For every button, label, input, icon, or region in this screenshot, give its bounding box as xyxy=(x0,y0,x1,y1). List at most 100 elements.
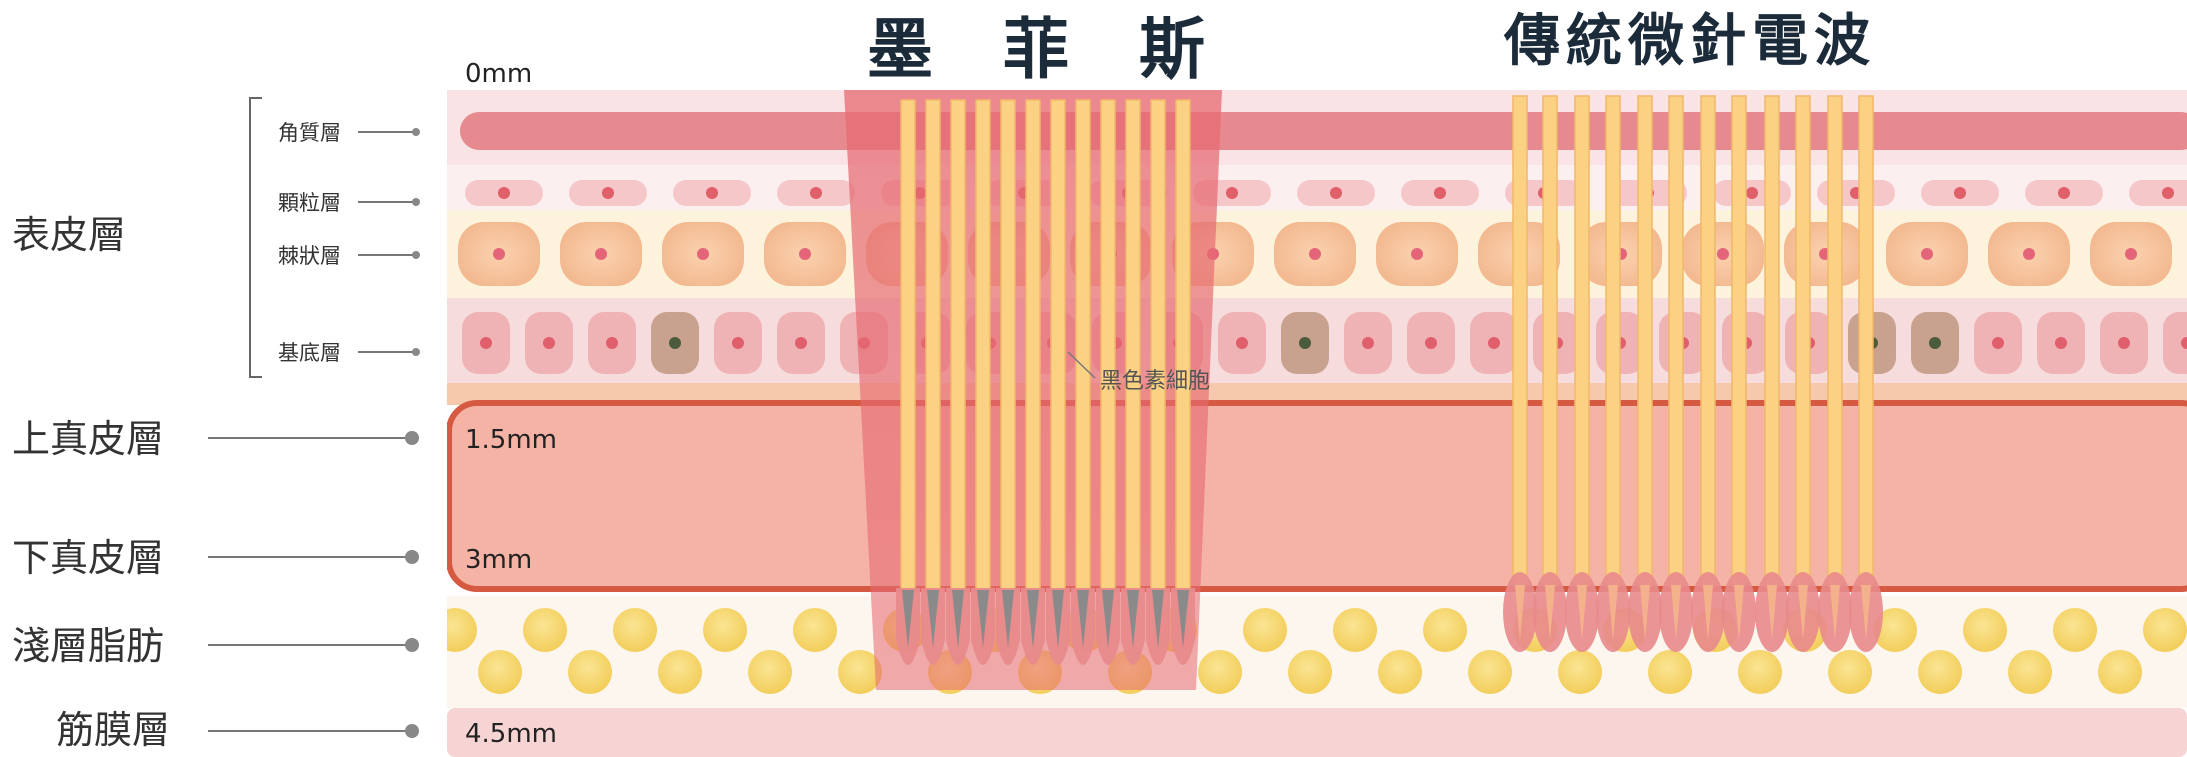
granular-nucleus xyxy=(498,187,510,199)
fat-cell xyxy=(1828,650,1872,694)
pointer-dot-shallow-fat xyxy=(405,638,419,652)
spinous-nucleus xyxy=(1921,248,1933,260)
needle-tip xyxy=(1608,585,1618,640)
insulated-tip-icon xyxy=(1027,590,1039,648)
title-traditional-rf-microneedle: 傳統微針電波 xyxy=(1503,9,1876,74)
needle-shaft xyxy=(1668,95,1684,587)
insulated-tip-icon xyxy=(977,590,989,648)
fat-cell xyxy=(1423,608,1467,652)
label-stratum-spinosum: 棘狀層 xyxy=(278,244,341,268)
needle-tip xyxy=(1703,585,1713,640)
depth-label-3mm: 3mm xyxy=(465,545,532,575)
needle-shaft xyxy=(1637,95,1653,587)
basal-nucleus xyxy=(732,337,744,349)
fat-cell xyxy=(613,608,657,652)
basal-nucleus xyxy=(2118,337,2130,349)
traditional-needle xyxy=(1503,95,1537,652)
depth-label-1-5mm: 1.5mm xyxy=(465,425,557,455)
needle-shaft xyxy=(1025,99,1041,591)
needle-shaft xyxy=(1542,95,1558,587)
label-stratum-corneum: 角質層 xyxy=(278,121,341,145)
morpheus-needle xyxy=(971,99,995,665)
fat-cell xyxy=(1198,650,1242,694)
granular-nucleus xyxy=(1330,187,1342,199)
needle-shaft xyxy=(1700,95,1716,587)
pointer-dot-upper-dermis xyxy=(405,431,419,445)
label-shallow-fat: 淺層脂肪 xyxy=(12,624,164,668)
needle-tip xyxy=(1798,585,1808,640)
needle-tip xyxy=(1640,585,1650,640)
stratum-corneum-band xyxy=(460,112,2187,150)
needle-tip xyxy=(1577,585,1587,640)
granular-nucleus xyxy=(1434,187,1446,199)
label-epidermis: 表皮層 xyxy=(12,213,126,257)
fat-cell xyxy=(1918,650,1962,694)
needle-shaft xyxy=(1858,95,1874,587)
insulated-tip-icon xyxy=(952,590,964,648)
needle-shaft xyxy=(1795,95,1811,587)
granular-nucleus xyxy=(1746,187,1758,199)
fat-cell xyxy=(703,608,747,652)
basal-nucleus xyxy=(1236,337,1248,349)
basal-nucleus xyxy=(2181,337,2187,349)
fat-cell xyxy=(1243,608,1287,652)
traditional-needle xyxy=(1786,95,1820,652)
basal-nucleus xyxy=(1425,337,1437,349)
traditional-needle xyxy=(1722,95,1756,652)
needle-shaft xyxy=(1075,99,1091,591)
needle-tip xyxy=(1767,585,1777,640)
granular-nucleus xyxy=(706,187,718,199)
fat-cell xyxy=(1648,650,1692,694)
fat-cell xyxy=(1333,608,1377,652)
morpheus-needle xyxy=(896,99,920,665)
needle-shaft xyxy=(1605,95,1621,587)
basal-nucleus xyxy=(480,337,492,349)
fascia-band xyxy=(447,708,2187,757)
spinous-cells xyxy=(458,222,2172,286)
traditional-needle xyxy=(1691,95,1725,652)
insulated-tip-icon xyxy=(927,590,939,648)
granular-nucleus xyxy=(602,187,614,199)
fat-cell xyxy=(2008,650,2052,694)
basal-nucleus xyxy=(1362,337,1374,349)
granular-nucleus xyxy=(810,187,822,199)
pointer-dot-stratum-granulosum xyxy=(412,198,420,206)
morpheus-needle xyxy=(1121,99,1145,665)
granular-nucleus xyxy=(2058,187,2070,199)
morpheus-needle xyxy=(996,99,1020,665)
spinous-nucleus xyxy=(2125,248,2137,260)
fat-cell xyxy=(447,608,477,652)
morpheus-needle xyxy=(1146,99,1170,665)
depth-label-0mm: 0mm xyxy=(465,59,532,89)
spinous-nucleus xyxy=(595,248,607,260)
dermis-block xyxy=(447,400,2187,592)
fat-cell xyxy=(478,650,522,694)
morpheus-needle xyxy=(921,99,945,665)
layer-legend: 表皮層 角質層 顆粒層 棘狀層 基底層 上真皮層 下真皮層 淺層脂肪 筋膜層 xyxy=(12,97,420,752)
fat-cell xyxy=(1288,650,1332,694)
needle-shaft xyxy=(925,99,941,591)
traditional-needle xyxy=(1628,95,1662,652)
label-lower-dermis: 下真皮層 xyxy=(12,536,164,580)
fat-cell xyxy=(1378,650,1422,694)
basal-nucleus xyxy=(2055,337,2067,349)
granular-cells xyxy=(465,180,2187,206)
needle-shaft xyxy=(1764,95,1780,587)
fat-cell xyxy=(1963,608,2007,652)
traditional-needle xyxy=(1659,95,1693,652)
needle-shaft xyxy=(950,99,966,591)
needle-shaft xyxy=(1175,99,1191,591)
label-fascia: 筋膜層 xyxy=(56,708,170,752)
granular-cell xyxy=(2129,180,2187,206)
basal-nucleus xyxy=(606,337,618,349)
fat-cell xyxy=(838,650,882,694)
basal-nucleus xyxy=(543,337,555,349)
skin-layers xyxy=(447,90,2187,757)
melanocyte-nucleus xyxy=(669,337,681,349)
morpheus-needle xyxy=(1171,99,1195,665)
insulated-tip-icon xyxy=(1052,590,1064,648)
pointer-dot-fascia xyxy=(405,724,419,738)
fat-cell xyxy=(658,650,702,694)
spinous-nucleus xyxy=(1717,248,1729,260)
fat-cells xyxy=(447,608,2187,694)
